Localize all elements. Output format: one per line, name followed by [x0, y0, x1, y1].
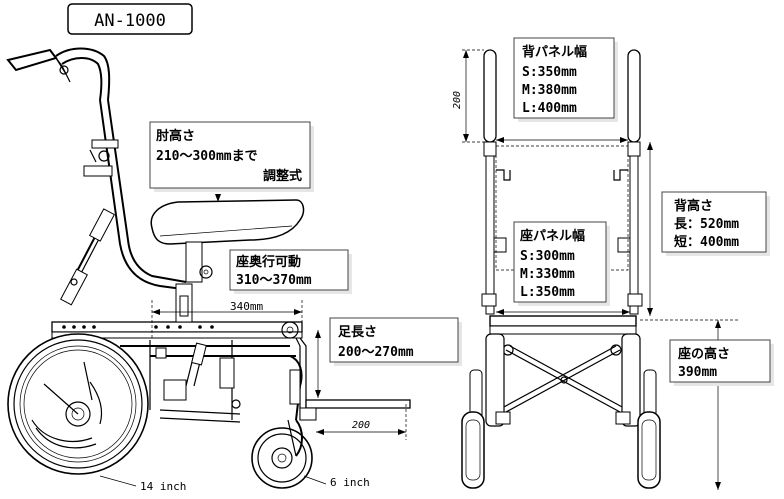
seat-panel-width-s: S:300mm	[520, 249, 575, 264]
back-panel-width-s: S:350mm	[522, 65, 577, 80]
push-handle	[6, 47, 111, 101]
back-height-dimension	[647, 142, 653, 316]
back-top-dim-value: 200	[452, 91, 463, 109]
back-panel-width-title: 背パネル幅	[522, 44, 587, 60]
back-height-short: 短：400mm	[674, 234, 739, 250]
front-right-post	[613, 49, 643, 315]
back-height-title: 背高さ	[674, 198, 713, 214]
back-top-dimension: 200	[452, 49, 484, 143]
front-view: 200	[452, 49, 740, 490]
foot-length-title: 足長さ	[338, 325, 377, 340]
rear-wheel-label: 14 inch	[99, 475, 186, 493]
seat-panel-width-label: 座パネル幅 S:300mm M:330mm L:350mm	[513, 221, 610, 306]
seat-depth-title: 座奥行可動	[235, 254, 301, 270]
seat-depth-label: 座奥行可動 310～370mm	[229, 249, 352, 294]
seat-panel-width-l: L:350mm	[520, 285, 575, 300]
armrest-height-title: 肘高さ	[156, 128, 195, 144]
recline-strut	[60, 208, 116, 306]
seat-travel-value: 340mm	[230, 300, 263, 313]
front-lower-frame	[469, 333, 657, 427]
seat-frame	[51, 283, 307, 420]
footrest-dimension: 200	[316, 404, 407, 440]
front-left-post	[481, 49, 511, 315]
seat-height-label: 座の高さ 390mm	[669, 339, 774, 386]
backrest-frame	[83, 99, 191, 291]
seat-height-value: 390mm	[678, 365, 717, 380]
front-seat	[489, 309, 637, 335]
seat-depth-range: 310～370mm	[236, 273, 312, 288]
armrest-height-range: 210～300mmまで	[156, 149, 258, 164]
armrest	[150, 199, 305, 283]
seat-travel-dimension: 340mm	[151, 300, 303, 340]
caster-label: 6 inch	[303, 475, 370, 489]
seat-panel-width-title: 座パネル幅	[519, 228, 585, 244]
foot-length-range: 200～270mm	[338, 345, 414, 360]
back-panel-width-label: 背パネル幅 S:350mm M:380mm L:400mm	[513, 37, 618, 122]
armrest-height-note: 調整式	[263, 168, 302, 184]
seat-panel-width-m: M:330mm	[520, 267, 575, 282]
footrest	[299, 399, 411, 421]
front-casters	[461, 411, 661, 489]
foot-length-dimension	[315, 330, 321, 398]
model-title: AN-1000	[67, 3, 193, 35]
caster-size: 6 inch	[330, 476, 370, 489]
back-panel-width-m: M:380mm	[522, 83, 577, 98]
back-panel-width-l: L:400mm	[522, 101, 577, 116]
rear-wheel	[7, 333, 149, 475]
cross-brace	[501, 344, 625, 413]
rear-wheel-size: 14 inch	[140, 480, 186, 493]
armrest-pointer-arrow	[215, 194, 221, 202]
back-height-long: 長：520mm	[674, 217, 739, 232]
back-height-label: 背高さ 長：520mm 短：400mm	[661, 191, 770, 256]
armrest-height-label: 肘高さ 210～300mmまで 調整式	[149, 121, 314, 192]
seat-height-title: 座の高さ	[677, 346, 730, 362]
side-view: 340mm 200 14 inch 6 inch	[6, 47, 411, 493]
footrest-dim-value: 200	[352, 420, 370, 431]
model-title-text: AN-1000	[94, 11, 166, 31]
caster-wheel	[251, 419, 313, 489]
back-width-arrow	[496, 137, 628, 143]
foot-length-label: 足長さ 200～270mm	[329, 317, 462, 366]
lower-frame	[120, 340, 303, 423]
